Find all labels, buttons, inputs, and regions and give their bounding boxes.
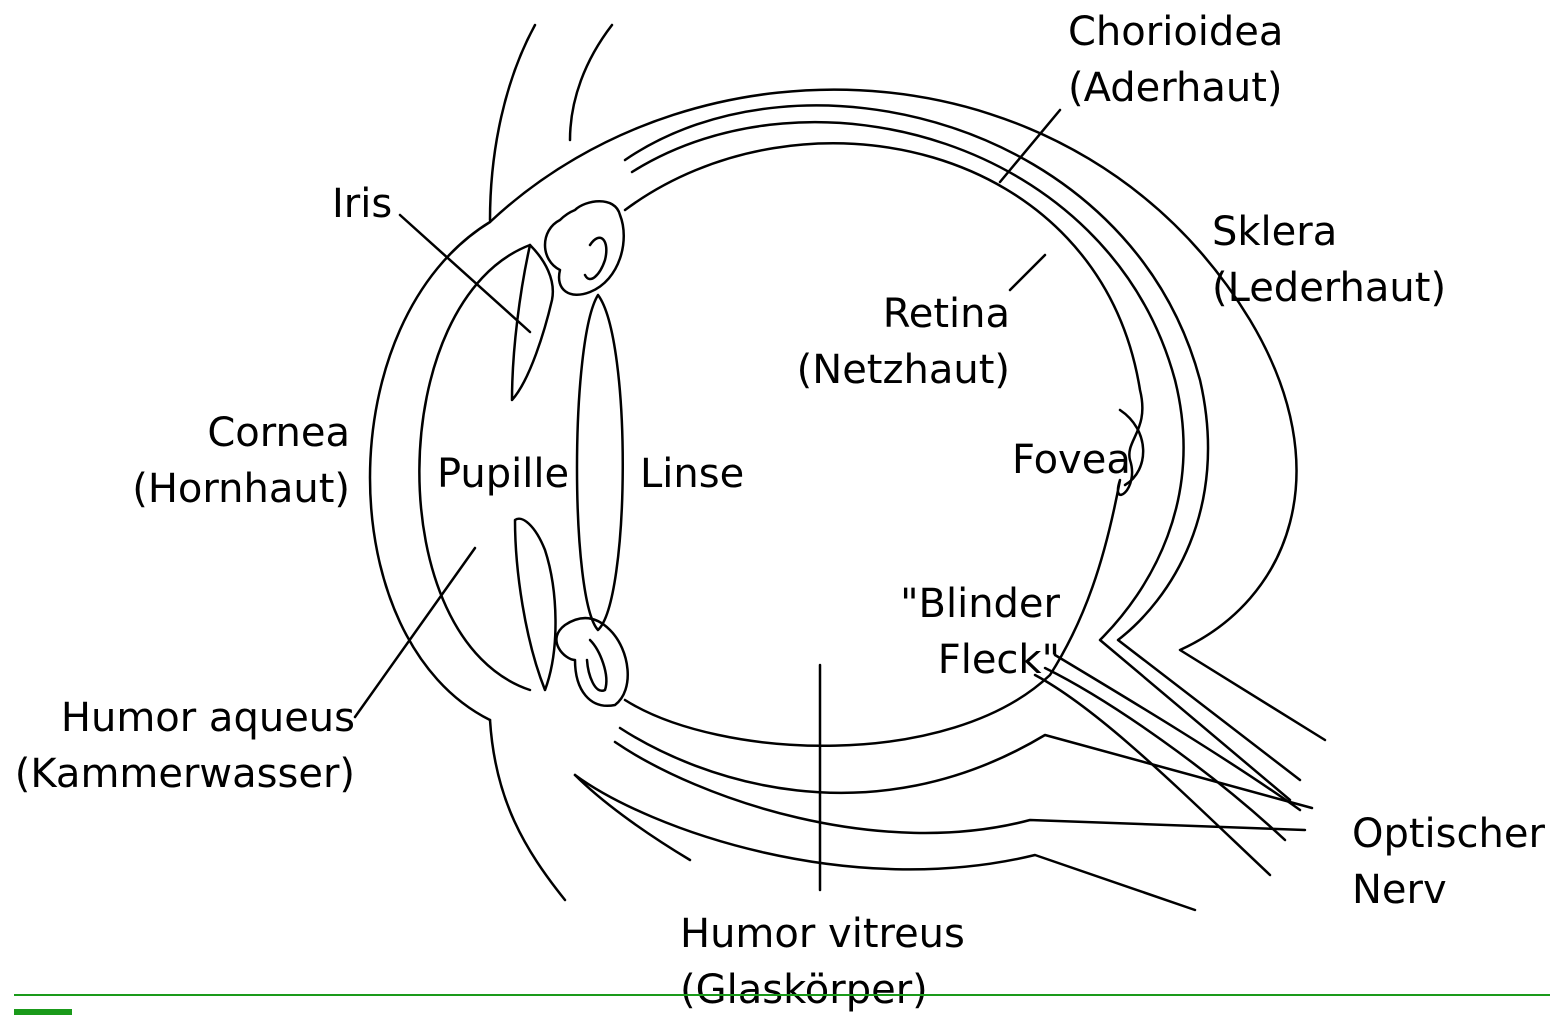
- label-linse-line1: Linse: [640, 446, 744, 502]
- label-humor-vitreus-line2: (Glaskörper): [680, 962, 965, 1018]
- leader-iris: [400, 215, 530, 332]
- label-sklera-line1: Sklera: [1212, 204, 1446, 260]
- label-retina-line2: (Netzhaut): [790, 342, 1010, 398]
- label-retina-line1: Retina: [790, 286, 1010, 342]
- label-humor-aqueus: Humor aqueus (Kammerwasser): [10, 690, 355, 802]
- label-fovea-line1: Fovea: [1012, 432, 1131, 488]
- label-linse: Linse: [640, 446, 744, 502]
- label-fovea: Fovea: [1012, 432, 1131, 488]
- label-optischer-nerv-line1: Optischer: [1352, 806, 1545, 862]
- upper-eyelid-inner: [570, 25, 612, 140]
- iris-lower: [515, 519, 556, 690]
- leader-humor-aqueus: [355, 548, 475, 717]
- label-cornea: Cornea (Hornhaut): [120, 405, 350, 517]
- leader-retina: [1010, 255, 1045, 290]
- label-humor-aqueus-line1: Humor aqueus: [10, 690, 355, 746]
- label-humor-vitreus: Humor vitreus (Glaskörper): [680, 906, 965, 1018]
- label-cornea-line2: (Hornhaut): [120, 461, 350, 517]
- label-retina: Retina (Netzhaut): [790, 286, 1010, 398]
- lens: [577, 295, 623, 630]
- label-cornea-line1: Cornea: [120, 405, 350, 461]
- ciliary-lower: [556, 618, 627, 706]
- label-iris: Iris: [332, 176, 392, 232]
- lower-eyelid: [490, 720, 565, 900]
- sclera-outline-bottom: [575, 775, 1195, 910]
- label-humor-aqueus-line2: (Kammerwasser): [10, 746, 355, 802]
- label-chorioidea: Chorioidea (Aderhaut): [1068, 4, 1283, 116]
- label-blinder-fleck-line2: Fleck": [860, 632, 1060, 688]
- label-optischer-nerv-line2: Nerv: [1352, 862, 1545, 918]
- optic-fiber-3: [1035, 675, 1270, 875]
- label-pupille-line1: Pupille: [437, 446, 569, 502]
- ciliary-upper: [545, 201, 624, 295]
- label-humor-vitreus-line1: Humor vitreus: [680, 906, 965, 962]
- footer-rule: [14, 994, 1550, 996]
- ciliary-upper-inner: [585, 238, 606, 279]
- footer-accent-mark: [14, 1009, 72, 1015]
- label-sklera: Sklera (Lederhaut): [1212, 204, 1446, 316]
- label-blinder-fleck: "Blinder Fleck": [860, 576, 1060, 688]
- label-iris-line1: Iris: [332, 176, 392, 232]
- label-chorioidea-line1: Chorioidea: [1068, 4, 1283, 60]
- label-pupille: Pupille: [437, 446, 569, 502]
- label-sklera-line2: (Lederhaut): [1212, 260, 1446, 316]
- choroid-line-3: [615, 742, 1305, 833]
- label-optischer-nerv: Optischer Nerv: [1352, 806, 1545, 918]
- label-chorioidea-line2: (Aderhaut): [1068, 60, 1283, 116]
- label-blinder-fleck-line1: "Blinder: [860, 576, 1060, 632]
- ciliary-lower-inner: [587, 640, 606, 691]
